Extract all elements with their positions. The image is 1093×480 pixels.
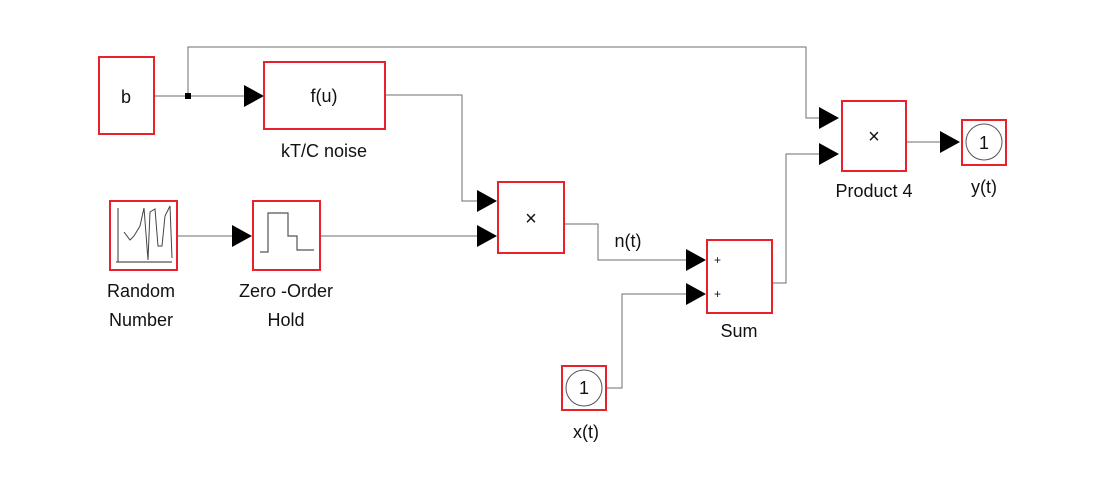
arrow-y-input [940,131,960,153]
wire-product-to-sum [565,223,690,261]
sum-label: Sum [720,321,757,341]
outport-y-label: y(t) [971,177,997,197]
wire-fu-to-product [386,94,479,202]
arrow-product-input2 [477,225,497,247]
multiply-icon: × [525,208,537,230]
wire-sum-to-product4 [773,153,822,284]
wires [155,46,942,389]
branch-point [185,93,191,99]
constant-block-text: b [121,87,131,107]
arrow-sum-input1 [686,249,706,271]
random-number-label-line2: Number [109,310,173,330]
zero-order-hold-block[interactable] [252,200,321,271]
product4-label: Product 4 [835,181,912,201]
random-number-label-line1: Random [107,281,175,301]
inport-x-block[interactable]: 1 [561,365,607,411]
outport-y-number: 1 [979,133,989,153]
outport-y-block[interactable]: 1 [961,119,1007,166]
arrowheads [232,85,960,305]
arrow-product-input1 [477,190,497,212]
arrow-product4-input2 [819,143,839,165]
product4-block[interactable]: × [841,100,907,172]
zoh-label-line2: Hold [267,310,304,330]
sum-sign-2: + [714,287,721,301]
sum-block[interactable]: + + [706,239,773,314]
sum-sign-1: + [714,253,721,267]
fcn-block-text: f(u) [311,86,338,106]
multiply-icon: × [868,126,880,148]
arrow-product4-input1 [819,107,839,129]
arrow-fu-input [244,85,264,107]
inport-x-number: 1 [579,378,589,398]
constant-block-b[interactable]: b [98,56,155,135]
staircase-icon [260,212,314,253]
inport-x-label: x(t) [573,422,599,442]
random-signal-icon [116,205,173,263]
product-block[interactable]: × [497,181,565,254]
arrow-sum-input2 [686,283,706,305]
wire-b-to-product4 [187,46,822,119]
zoh-label-line1: Zero -Order [239,281,333,301]
random-number-block[interactable] [109,200,178,271]
fcn-block[interactable]: f(u) [263,61,386,130]
arrow-zoh-input [232,225,252,247]
wire-x-to-sum [607,293,690,389]
signal-label-n: n(t) [615,231,642,251]
fcn-block-label: kT/C noise [281,141,367,161]
